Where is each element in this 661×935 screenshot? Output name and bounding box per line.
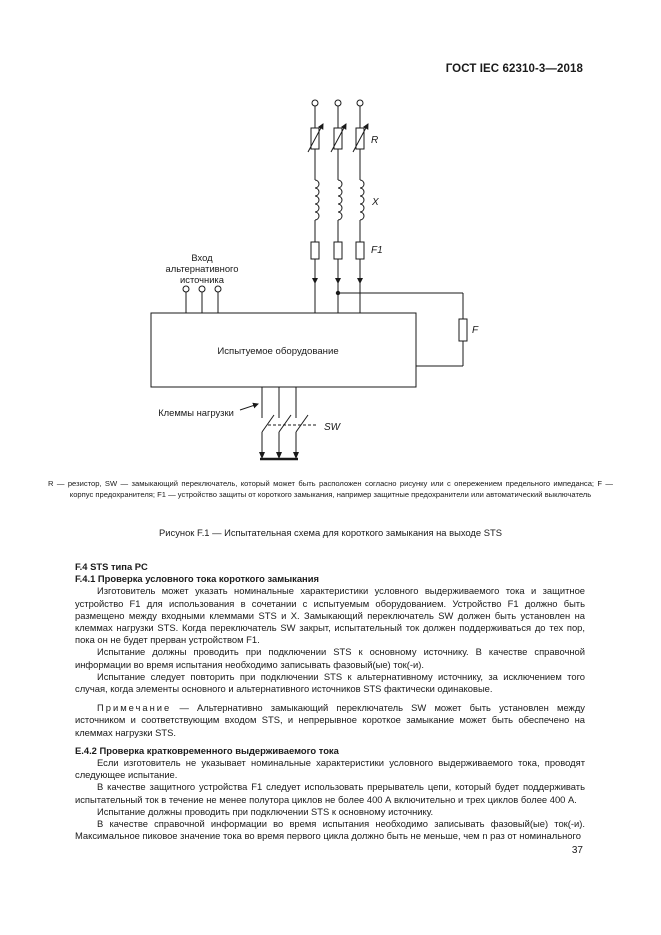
phase-line-1: [310, 99, 320, 313]
note-key: Примечание: [97, 702, 172, 714]
phase-line-3: [355, 99, 365, 313]
label-alt-input-1: Вход: [191, 252, 213, 263]
label-load-terminals: Клеммы нагрузки: [158, 407, 234, 418]
section-title-f4: F.4 STS типа PC: [75, 561, 148, 572]
page-number: 37: [571, 845, 583, 856]
paragraph: Испытание должны проводить при подключен…: [97, 805, 434, 817]
paragraph: Если изготовитель не указывает номинальн…: [75, 757, 585, 781]
label-alt-input-2: альтернативного: [166, 263, 239, 274]
equipment-box: [150, 312, 417, 388]
paragraph: В качестве справочной информации во врем…: [75, 818, 585, 842]
label-x: X: [371, 197, 379, 208]
label-f1: F1: [371, 245, 383, 256]
section-title-e42: E.4.2 Проверка кратковременного выдержив…: [75, 744, 339, 756]
phase-line-2: [333, 99, 343, 313]
label-sw: SW: [324, 422, 342, 433]
figure-legend: R — резистор, SW — замыкающий переключат…: [48, 479, 613, 499]
label-alt-input-3: источника: [180, 274, 225, 285]
body-text: F.4 STS типа PC F.4.1 Проверка условного…: [75, 561, 585, 842]
note-text: — Альтернативно замыкающий переключатель…: [75, 702, 585, 738]
paragraph: Изготовитель может указать номинальные х…: [75, 585, 585, 646]
label-r: R: [371, 135, 378, 146]
figure-caption: Рисунок F.1 — Испытательная схема для ко…: [159, 527, 502, 538]
paragraph: Испытание следует повторить при подключе…: [75, 670, 585, 695]
section-title-f41: F.4.1 Проверка условного тока короткого …: [75, 573, 319, 585]
document-header: ГОСТ IEC 62310-3—2018: [445, 63, 583, 75]
note: Примечание — Альтернативно замыкающий пе…: [75, 702, 585, 739]
paragraph: В качестве защитного устройства F1 следу…: [75, 781, 585, 805]
label-f: F: [472, 325, 479, 336]
paragraph: Испытание должны проводить при подключен…: [75, 646, 585, 670]
label-equipment: Испытуемое оборудование: [217, 346, 338, 357]
test-circuit-diagram: R X F1 F SW Вход альтернативного источни…: [150, 99, 479, 461]
